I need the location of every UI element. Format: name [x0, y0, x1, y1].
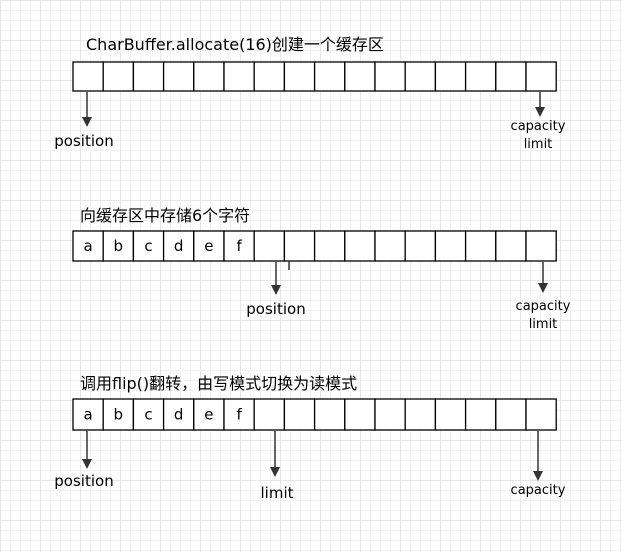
- buffer-cell: [283, 61, 316, 92]
- buffer-cell: [223, 61, 255, 92]
- buffer-cell: [102, 61, 135, 92]
- capacity-label: capacity: [511, 119, 566, 134]
- section-title: 调用flip()翻转，由写模式切换为读模式: [80, 374, 357, 393]
- position-label: position: [246, 300, 305, 318]
- buffer-cell: a: [72, 230, 104, 262]
- buffer-cell: [72, 61, 104, 92]
- buffer-cell: [464, 398, 497, 431]
- buffer-cell: [374, 61, 406, 92]
- buffer-cell: [253, 61, 286, 92]
- buffer-cell: e: [193, 230, 225, 262]
- buffer-cell: e: [193, 398, 225, 431]
- buffer-cell: a: [72, 398, 104, 431]
- buffer-cell: [344, 398, 376, 431]
- buffer-cell: [464, 230, 497, 262]
- buffer-cell: c: [132, 230, 165, 262]
- buffer-cell: d: [162, 230, 195, 262]
- buffer-cell-value: c: [144, 406, 152, 424]
- buffer-cell: b: [102, 230, 135, 262]
- buffer-cell-value: d: [174, 406, 184, 424]
- buffer-cell: [253, 230, 286, 262]
- buffer-cell: [253, 398, 286, 431]
- buffer-cell: [404, 230, 437, 262]
- buffer-cell: [193, 61, 225, 92]
- buffer-cell: [525, 230, 557, 262]
- buffer-cell: d: [162, 398, 195, 431]
- buffer-cell: f: [223, 230, 255, 262]
- buffer-cell: [344, 61, 376, 92]
- buffer-cell: [404, 61, 437, 92]
- buffer-cell: [374, 230, 406, 262]
- buffer-cell: [283, 230, 316, 262]
- buffer-cells: a b c d e f: [72, 398, 557, 431]
- buffer-cell: [495, 61, 527, 92]
- buffer-cell: [162, 61, 195, 92]
- buffer-cell: f: [223, 398, 255, 431]
- limit-label: limit: [529, 317, 558, 332]
- section-store-chars: 向缓存区中存储6个字符 a b c d e f position capacity lim…: [72, 206, 571, 332]
- buffer-cell: [464, 61, 497, 92]
- buffer-cell: c: [132, 398, 165, 431]
- buffer-cell: [404, 398, 437, 431]
- buffer-cells: a b c d e f: [72, 230, 557, 262]
- buffer-cell: [374, 398, 406, 431]
- buffer-cell: [313, 61, 346, 92]
- buffer-cell: [313, 398, 346, 431]
- buffer-cell-value: e: [204, 406, 213, 424]
- buffer-cell: b: [102, 398, 135, 431]
- buffer-cell-value: a: [83, 237, 92, 255]
- buffer-cell: [525, 398, 557, 431]
- buffer-cell-value: e: [204, 237, 213, 255]
- buffer-cell-value: d: [174, 237, 184, 255]
- section-flip: 调用flip()翻转，由写模式切换为读模式 a b c d e f position li…: [54, 374, 565, 502]
- limit-label: limit: [524, 137, 553, 152]
- buffer-cell: [344, 230, 376, 262]
- buffer-cell: [434, 230, 467, 262]
- section-title: CharBuffer.allocate(16)创建一个缓存区: [86, 35, 384, 54]
- buffer-cell: [495, 230, 527, 262]
- buffer-cell-value: b: [114, 406, 124, 424]
- buffer-cell: [283, 398, 316, 431]
- position-label: position: [54, 132, 113, 150]
- section-title: 向缓存区中存储6个字符: [80, 206, 250, 225]
- limit-label: limit: [261, 484, 294, 502]
- buffer-cells: [72, 61, 557, 92]
- buffer-cell: [434, 61, 467, 92]
- buffer-cell-value: a: [83, 406, 92, 424]
- buffer-cell-value: f: [236, 237, 242, 255]
- section-allocate: CharBuffer.allocate(16)创建一个缓存区 position …: [54, 35, 565, 152]
- buffer-cell: [434, 398, 467, 431]
- position-label: position: [54, 472, 113, 490]
- buffer-cell: [525, 61, 557, 92]
- buffer-cell: [495, 398, 527, 431]
- buffer-cell-value: b: [114, 237, 124, 255]
- buffer-cell-value: c: [144, 237, 152, 255]
- buffer-cell: [313, 230, 346, 262]
- capacity-label: capacity: [516, 299, 571, 314]
- capacity-label: capacity: [511, 483, 566, 498]
- buffer-cell-value: f: [236, 406, 242, 424]
- buffer-cell: [132, 61, 165, 92]
